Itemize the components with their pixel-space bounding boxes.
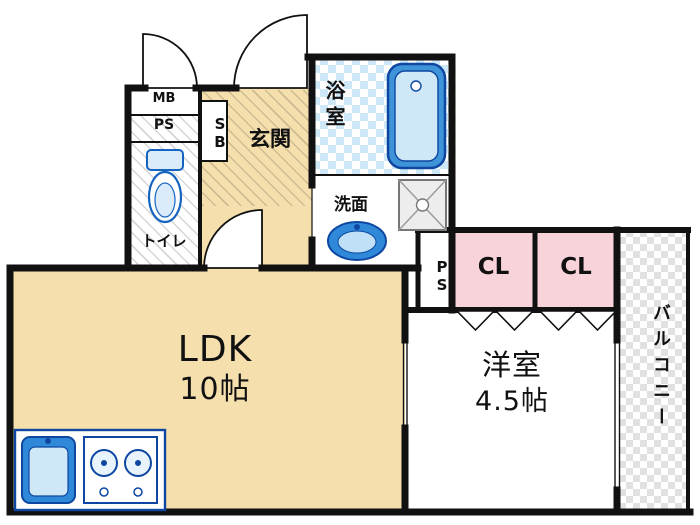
toilet-label: トイレ [141, 232, 187, 250]
closet-door-triangles [455, 310, 618, 332]
shoe-box [200, 100, 228, 162]
door-swing-arcs [142, 14, 308, 269]
closet-left-floor [452, 230, 535, 310]
pipe-space-top-floor [128, 115, 200, 142]
balcony-floor [619, 230, 688, 512]
shoe-box-label: SB [211, 115, 229, 151]
entrance-door-arc [233, 14, 308, 89]
washbasin-icon [327, 221, 387, 261]
closet-left-label: CL [477, 254, 510, 280]
ldk-size-label: 10帖 [179, 372, 251, 407]
western-room-label: 洋室 [481, 348, 542, 382]
meter-box-door-arc [142, 33, 198, 89]
walls [6, 53, 694, 516]
bathtub-icon [386, 62, 447, 170]
pipe-space-side-label: PS [433, 258, 451, 294]
kitchen-unit-icon [13, 428, 167, 512]
meter-box-label: MB [152, 91, 176, 106]
washing-machine-pan-icon [398, 179, 447, 231]
meter-box-floor [128, 88, 200, 115]
toilet-icon [146, 149, 184, 224]
closet-right-floor [535, 230, 617, 310]
window-lines [402, 338, 621, 492]
entrance-label: 玄関 [249, 127, 291, 151]
washroom-label: 洗面 [334, 195, 368, 215]
ldk-door-arc [203, 209, 263, 269]
balcony-label: バルコニー [650, 303, 671, 433]
pipe-space-side-floor [418, 230, 452, 310]
thin-dividers [128, 114, 452, 240]
bathroom-label: 浴室 [322, 80, 346, 132]
pipe-space-top-label: PS [153, 117, 175, 133]
western-room-size-label: 4.5帖 [475, 386, 549, 417]
closet-right-label: CL [560, 254, 592, 280]
western-room-floor [405, 310, 617, 512]
ldk-label: LDK [177, 329, 253, 370]
